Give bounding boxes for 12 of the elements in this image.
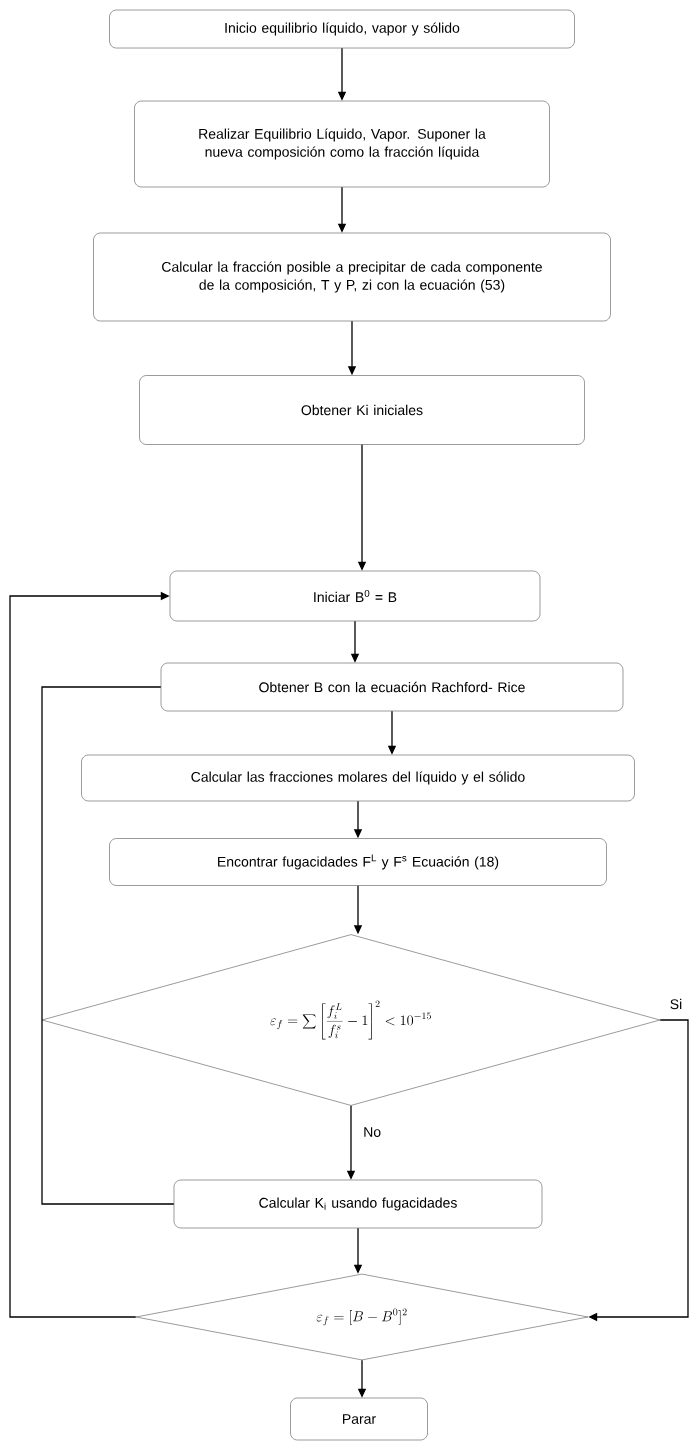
process-box: Calcular la fracción posible a precipitar de cada componente de la composición, T y P, zi con la ecuación (53) — [93, 232, 611, 322]
process-box: Realizar Equilibrio Líquido, Vapor. Suponer la nueva composición como la fracción líquida — [134, 100, 550, 188]
process-box: Parar — [290, 1397, 428, 1441]
process-box: Iniciar B$^{0}$ = B — [169, 570, 541, 622]
process-box: Calcular K$_{i}$ usando fugacidades — [173, 1179, 543, 1229]
edge-label: Si — [668, 997, 684, 1011]
process-box: Inicio equilibrio líquido, vapor y sólido — [109, 9, 575, 49]
process-box: Obtener Ki iniciales — [139, 375, 585, 445]
process-box: Encontrar fugacidades F$^{L}$ y F$^{s}$ Ecuación (18) — [109, 838, 607, 886]
edge-label: No — [362, 1126, 383, 1138]
process-box: Calcular las fracciones molares del líquido y el sólido — [81, 754, 635, 802]
process-box: Obtener B con la ecuación Rachford- Rice — [160, 662, 624, 712]
